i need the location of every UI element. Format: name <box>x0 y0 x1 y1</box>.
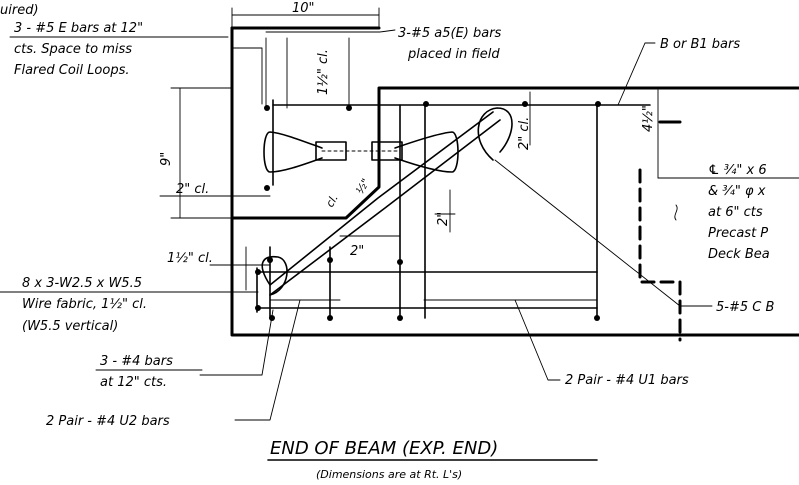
dim-2-low: 2" <box>350 244 364 259</box>
right-line5: Deck Bea <box>708 247 770 262</box>
u2-loop <box>261 255 288 296</box>
b-bars-label: B or B1 bars <box>660 37 740 52</box>
e-bars-line1: 3 - #5 E bars at 12" <box>14 21 143 36</box>
u4-line1: 3 - #4 bars <box>100 354 173 369</box>
leader-lines <box>0 29 713 421</box>
dim-4half: 4½" <box>641 105 656 132</box>
e-bars-line2: cts. Space to miss <box>14 42 132 57</box>
dim-half: ½" <box>353 176 372 196</box>
right-line1: ℄ ¾" x 6 <box>708 163 767 178</box>
right-line2: & ¾" φ x <box>708 184 766 199</box>
diagonal-bar-2 <box>269 119 501 296</box>
dim-1half-cl: 1½" cl. <box>316 49 331 95</box>
dim-2cl-left: 2" cl. <box>176 182 209 197</box>
e-bars-line3: Flared Coil Loops. <box>14 63 129 78</box>
dim-9-label: 9" <box>159 152 174 166</box>
bar-dots <box>255 101 601 321</box>
dim-10-label: 10" <box>292 1 315 16</box>
a5-line1: 3-#5 a5(E) bars <box>398 26 502 41</box>
dim-1half-cl-left: 1½" cl. <box>167 251 213 266</box>
u2-bars-label: 2 Pair - #4 U2 bars <box>46 414 170 429</box>
dimension-lines <box>159 7 799 301</box>
c-bars-label: 5-#5 C B <box>716 300 774 315</box>
wire-line1: 8 x 3-W2.5 x W5.5 <box>22 276 142 291</box>
dim-2-mid: 2" <box>436 212 451 226</box>
a5-line2: placed in field <box>407 47 500 62</box>
wire-line3: (W5.5 vertical) <box>22 319 118 334</box>
drawing-subtitle: (Dimensions are at Rt. L's) <box>316 468 462 481</box>
break-mark <box>674 204 678 221</box>
coil-loop-left <box>263 131 323 173</box>
dim-2cl-mid: 2" cl. <box>517 117 532 150</box>
u1-bars-label: 2 Pair - #4 U1 bars <box>565 373 689 388</box>
right-line4: Precast P <box>708 226 768 241</box>
diagonal-bar <box>269 111 494 286</box>
coil-loop-right <box>394 131 459 173</box>
hook-loop <box>477 107 513 161</box>
right-line3: at 6" cts <box>708 205 763 220</box>
wire-line2: Wire fabric, 1½" cl. <box>22 297 147 312</box>
precast-panel-dashed <box>638 168 682 342</box>
u4-line2: at 12" cts. <box>100 375 167 390</box>
drawing-title: END OF BEAM (EXP. END) <box>270 438 498 459</box>
top-partial-label: uired) <box>0 3 39 18</box>
dim-cl-diag: cl. <box>323 192 341 209</box>
